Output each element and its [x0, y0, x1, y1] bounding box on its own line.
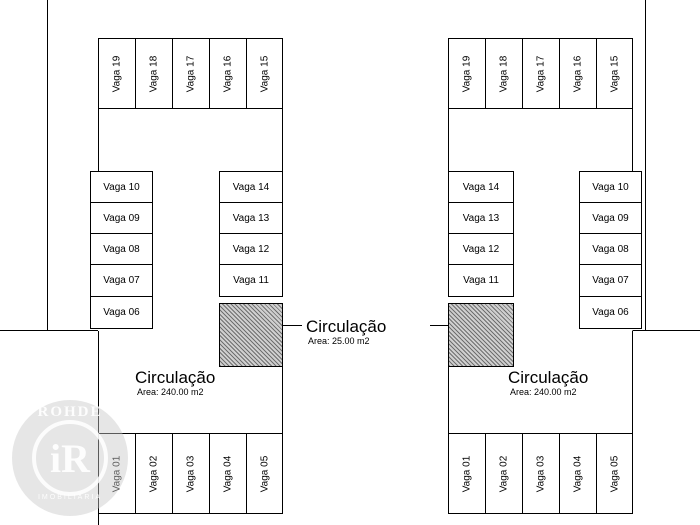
spot-right-13: Vaga 13 — [448, 202, 514, 234]
circulation-name-right: Circulação — [508, 368, 589, 387]
circulation-area-center: Area: 25.00 m2 — [308, 336, 370, 346]
circulation-name-left: Circulação — [135, 368, 216, 387]
spot-left-03: Vaga 03 — [172, 433, 210, 514]
spot-right-18: Vaga 18 — [485, 38, 523, 109]
spot-right-14: Vaga 14 — [448, 171, 514, 203]
rohde-watermark-logo: ROHDE iR IMOBILIÁRIA — [12, 400, 128, 516]
spot-right-11: Vaga 11 — [448, 264, 514, 297]
spot-left-05: Vaga 05 — [246, 433, 283, 514]
spot-right-19: Vaga 19 — [448, 38, 486, 109]
circulation-name-center: Circulação — [306, 317, 387, 336]
circulation-label-center: Circulação Area: 25.00 m2 — [306, 317, 387, 347]
spot-right-05: Vaga 05 — [596, 433, 633, 514]
spot-left-17: Vaga 17 — [172, 38, 210, 109]
circulation-label-left: Circulação Area: 240.00 m2 — [135, 368, 216, 398]
spot-right-09: Vaga 09 — [579, 202, 642, 234]
spot-right-07: Vaga 07 — [579, 264, 642, 297]
spot-left-10: Vaga 10 — [90, 171, 153, 203]
spot-left-08: Vaga 08 — [90, 233, 153, 265]
spot-right-17: Vaga 17 — [522, 38, 560, 109]
watermark-monogram: iR — [50, 435, 90, 481]
spot-left-13: Vaga 13 — [219, 202, 283, 234]
spot-right-15: Vaga 15 — [596, 38, 633, 109]
spot-right-06: Vaga 06 — [579, 296, 642, 329]
circulation-area-left: Area: 240.00 m2 — [137, 387, 204, 397]
spot-left-02: Vaga 02 — [135, 433, 173, 514]
hatched-area-left — [219, 303, 283, 367]
spot-left-18: Vaga 18 — [135, 38, 173, 109]
spot-right-10: Vaga 10 — [579, 171, 642, 203]
spot-left-06: Vaga 06 — [90, 296, 153, 329]
spot-left-14: Vaga 14 — [219, 171, 283, 203]
watermark-subtitle: IMOBILIÁRIA — [37, 494, 102, 501]
spot-left-15: Vaga 15 — [246, 38, 283, 109]
spot-right-03: Vaga 03 — [522, 433, 560, 514]
spot-right-04: Vaga 04 — [559, 433, 597, 514]
spot-left-12: Vaga 12 — [219, 233, 283, 265]
watermark-brand: ROHDE — [37, 404, 103, 420]
hatched-area-right — [448, 303, 514, 367]
spot-right-01: Vaga 01 — [448, 433, 486, 514]
circulation-area-right: Area: 240.00 m2 — [510, 387, 577, 397]
spot-right-12: Vaga 12 — [448, 233, 514, 265]
spot-right-08: Vaga 08 — [579, 233, 642, 265]
spot-left-19: Vaga 19 — [98, 38, 136, 109]
spot-left-07: Vaga 07 — [90, 264, 153, 297]
spot-left-09: Vaga 09 — [90, 202, 153, 234]
spot-left-16: Vaga 16 — [209, 38, 247, 109]
spot-right-16: Vaga 16 — [559, 38, 597, 109]
spot-left-04: Vaga 04 — [209, 433, 247, 514]
circulation-label-right: Circulação Area: 240.00 m2 — [508, 368, 589, 398]
spot-right-02: Vaga 02 — [485, 433, 523, 514]
watermark-ring: iR — [32, 420, 108, 496]
spot-left-11: Vaga 11 — [219, 264, 283, 297]
